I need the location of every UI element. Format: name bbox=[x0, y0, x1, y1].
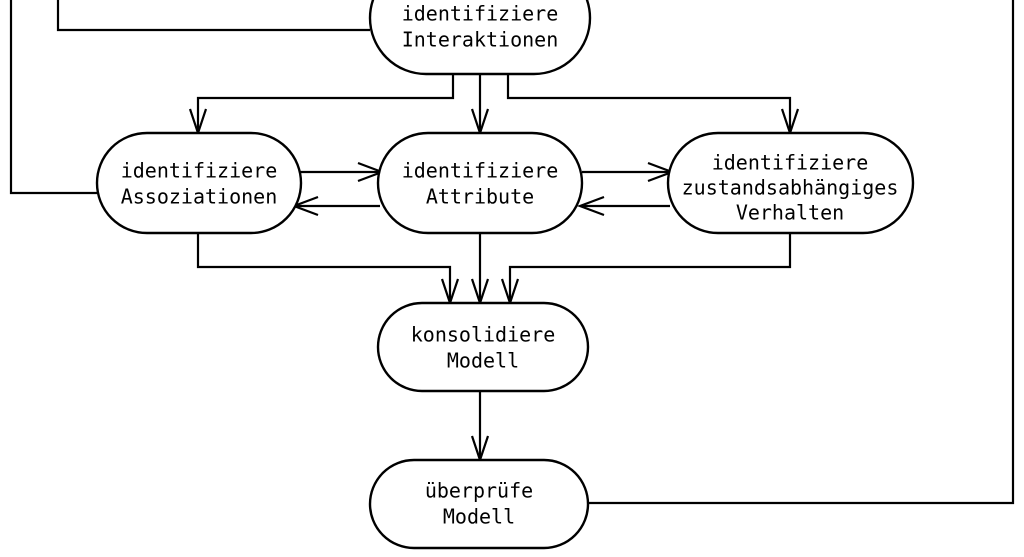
node-label-line-1: identifiziere bbox=[402, 2, 559, 26]
node-identifiziere-attribute[interactable]: identifiziere Attribute bbox=[376, 131, 584, 235]
edge-left-rail-to-assoziationen bbox=[9, 0, 97, 195]
edge-attribute-to-verhalten bbox=[582, 161, 676, 183]
edge-ueberpruefe-feedback-right bbox=[588, 0, 1015, 505]
node-identifiziere-interaktionen[interactable]: identifiziere Interaktionen bbox=[368, 0, 592, 76]
node-ueberpruefe-modell[interactable]: überprüfe Modell bbox=[368, 458, 590, 550]
node-shape[interactable] bbox=[376, 301, 590, 393]
edge-interaktionen-to-attribute bbox=[470, 74, 490, 137]
edge-attribute-to-konsolidiere bbox=[470, 233, 490, 307]
node-label-line-2: Interaktionen bbox=[402, 28, 559, 52]
edge-interaktionen-feedback-left bbox=[56, 0, 370, 32]
node-shape[interactable] bbox=[95, 131, 303, 235]
edge-interaktionen-to-assoziationen bbox=[188, 74, 455, 137]
edge-path bbox=[588, 0, 1015, 505]
node-layer: identifiziere Interaktionen identifizier… bbox=[95, 0, 915, 550]
edge-interaktionen-to-verhalten bbox=[506, 74, 800, 137]
edge-konsolidiere-to-ueberpruefe bbox=[470, 391, 490, 464]
node-konsolidiere-modell[interactable]: konsolidiere Modell bbox=[376, 301, 590, 393]
edge-path bbox=[508, 233, 792, 301]
edge-path bbox=[196, 233, 452, 301]
edge-verhalten-to-attribute bbox=[576, 195, 670, 217]
node-identifiziere-zustandsabhaengiges-verhalten[interactable]: identifiziere zustandsabhängiges Verhalt… bbox=[666, 131, 915, 235]
edge-layer bbox=[9, 0, 1015, 505]
node-label-line-1: identifiziere bbox=[712, 151, 869, 175]
node-identifiziere-assoziationen[interactable]: identifiziere Assoziationen bbox=[95, 131, 303, 235]
node-label-line-1: konsolidiere bbox=[411, 323, 556, 347]
edge-assoziationen-to-konsolidiere bbox=[196, 233, 460, 307]
node-label-line-2: Modell bbox=[447, 349, 519, 373]
node-shape[interactable] bbox=[368, 0, 592, 76]
node-shape[interactable] bbox=[368, 458, 590, 550]
edge-path bbox=[56, 0, 370, 32]
node-label-line-2: Assoziationen bbox=[121, 185, 278, 209]
node-label-line-3: Verhalten bbox=[736, 201, 844, 225]
edge-attribute-to-assoziationen bbox=[290, 195, 380, 217]
node-label-line-1: identifiziere bbox=[121, 159, 278, 183]
node-shape[interactable] bbox=[666, 131, 915, 235]
edge-assoziationen-to-attribute bbox=[296, 161, 386, 183]
node-shape[interactable] bbox=[376, 131, 584, 235]
edge-path bbox=[196, 74, 455, 131]
node-label-line-1: identifiziere bbox=[402, 159, 559, 183]
node-label-line-2: Attribute bbox=[426, 185, 534, 209]
edge-path bbox=[9, 0, 97, 195]
edge-path bbox=[506, 74, 792, 131]
edge-verhalten-to-konsolidiere bbox=[500, 233, 792, 307]
node-label-line-2: Modell bbox=[443, 505, 515, 529]
arrow-head bbox=[576, 195, 605, 217]
node-label-line-2: zustandsabhängiges bbox=[682, 176, 899, 200]
node-label-line-1: überprüfe bbox=[425, 479, 533, 503]
